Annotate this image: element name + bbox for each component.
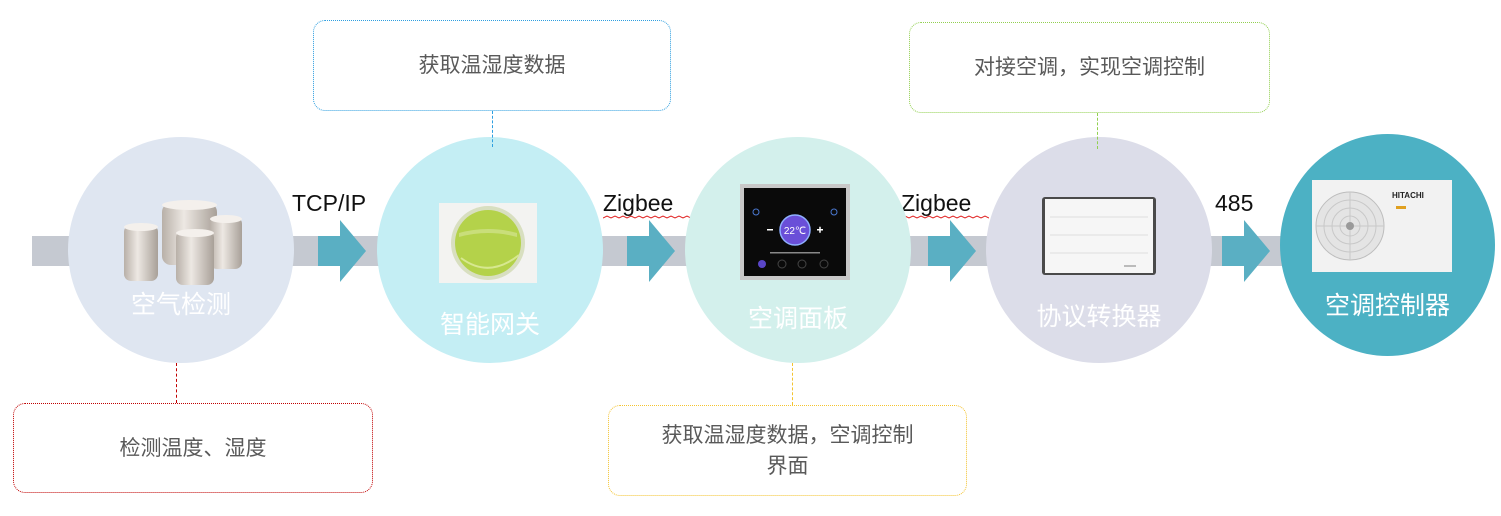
node-protocol-converter: 协议转换器 [986,137,1212,363]
note-text: 获取温湿度数据，空调控制 界面 [661,423,914,478]
air-sensor-icon [124,200,242,285]
note-text: 检测温度、湿度 [119,435,267,460]
note-gateway: 获取温湿度数据 [313,20,671,111]
annotation-connector [176,363,177,403]
annotation-connector [792,363,793,405]
protocol-label-zigbee-1: Zigbee [603,190,674,216]
node-label: 空调控制器 [1324,291,1450,320]
spellcheck-underline [603,215,691,219]
ac-brand: HITACHI [1392,191,1424,200]
arrow-right-icon [627,220,675,282]
gateway-icon [439,203,537,283]
protocol-label-zigbee-2: Zigbee [901,190,972,216]
node-label: 智能网关 [439,310,540,339]
node-label: 协议转换器 [1036,302,1162,331]
protocol-label-tcpip: TCP/IP [292,190,367,216]
note-air-check: 检测温度、湿度 [13,403,373,493]
protocol-label-485: 485 [1215,190,1254,216]
arrow-right-icon [318,220,366,282]
panel-temperature: 22℃ [784,226,806,237]
protocol-converter-icon [1042,197,1156,275]
annotation-connector [1097,113,1098,149]
note-text: 获取温湿度数据 [418,53,566,78]
arrow-right-icon [1222,220,1270,282]
ac-outdoor-unit-icon: HITACHI [1312,180,1452,272]
flow-band-segment [32,236,72,266]
node-label: 空气检测 [130,290,231,319]
node-label: 空调面板 [747,304,848,333]
note-text: 对接空调，实现空调控制 [974,55,1205,80]
arrow-right-icon [928,220,976,282]
note-converter: 对接空调，实现空调控制 [909,22,1270,113]
annotation-connector [492,111,493,147]
node-gateway: 智能网关 [377,137,603,363]
node-air-check: 空气检测 [68,137,294,363]
ac-panel-icon: 22℃ [740,184,850,280]
node-ac-controller: HITACHI 空调控制器 [1280,134,1495,356]
spellcheck-underline [901,215,989,219]
note-panel: 获取温湿度数据，空调控制 界面 [608,405,967,496]
node-ac-panel: 22℃ 空调面板 [685,137,911,363]
